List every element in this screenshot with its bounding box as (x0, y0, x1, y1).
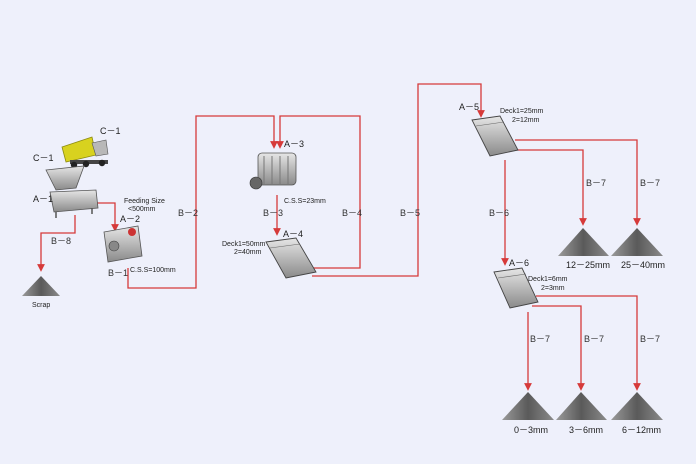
label-a2: A－2 (120, 214, 140, 224)
flow-a5-12-25 (515, 149, 587, 226)
note-a6-deck1: Deck1=6mm (528, 276, 568, 283)
label-c1-truck: C－1 (100, 126, 121, 136)
vibrating-screen-a6 (493, 267, 539, 309)
label-b2: B－2 (178, 208, 198, 218)
label-a6: A－6 (509, 258, 529, 268)
label-b7-0-3: B－7 (530, 334, 550, 344)
pile-scrap (22, 276, 60, 296)
flow-b4 (276, 115, 361, 269)
note-feeding-size: Feeding Size (124, 198, 165, 205)
note-a5-deck1: Deck1=25mm (500, 108, 544, 115)
vibrating-screen-a4 (265, 237, 317, 279)
label-b1: B－1 (108, 268, 128, 278)
product-25-40: 25－40mm (621, 260, 665, 270)
product-scrap: Scrap (32, 302, 50, 309)
note-a5-deck2: 2=12mm (512, 117, 540, 124)
pile-0-3 (502, 392, 554, 420)
note-css-cone: C.S.S=23mm (284, 198, 326, 205)
pile-6-12 (611, 392, 663, 420)
flow-feeder-to-jaw (92, 202, 119, 232)
pile-12-25 (558, 228, 609, 256)
flow-a5-25-40 (515, 139, 641, 226)
flow-a6-3-6 (532, 305, 585, 391)
flow-lines (37, 83, 641, 391)
stockpiles (22, 228, 663, 420)
product-3-6: 3－6mm (569, 425, 603, 435)
vibrating-feeder (49, 189, 99, 218)
product-6-12: 6－12mm (622, 425, 661, 435)
label-a3: A－3 (284, 139, 304, 149)
label-b7-25-40: B－7 (640, 178, 660, 188)
pile-25-40 (611, 228, 663, 256)
cone-crusher (249, 152, 297, 190)
jaw-crusher (103, 225, 143, 263)
flow-b8-to-scrap (37, 215, 76, 272)
product-0-3: 0－3mm (514, 425, 548, 435)
feed-hopper (45, 165, 85, 191)
label-b4: B－4 (342, 208, 362, 218)
label-c1-hopper: C－1 (33, 153, 54, 163)
label-b3: B－3 (263, 208, 283, 218)
note-feeding-size-value: <500mm (128, 206, 156, 213)
note-css-jaw: C.S.S=100mm (130, 267, 176, 274)
product-12-25: 12－25mm (566, 260, 610, 270)
label-b6: B－6 (489, 208, 509, 218)
note-a6-deck2: 2=3mm (541, 285, 565, 292)
label-a4: A－4 (283, 229, 303, 239)
flow-b5 (312, 83, 485, 277)
label-b8: B－8 (51, 236, 71, 246)
label-b5: B－5 (400, 208, 420, 218)
label-b7-3-6: B－7 (584, 334, 604, 344)
label-b7-12-25: B－7 (586, 178, 606, 188)
flow-b1-b2 (127, 115, 278, 289)
note-a4-deck2: 2=40mm (234, 249, 262, 256)
label-b7-6-12: B－7 (640, 334, 660, 344)
vibrating-screen-a5 (471, 115, 519, 157)
label-a5: A－5 (459, 102, 479, 112)
pile-3-6 (556, 392, 607, 420)
dump-truck (61, 136, 109, 169)
note-a4-deck1: Deck1=50mm (222, 241, 266, 248)
label-a1: A－1 (33, 194, 53, 204)
flow-a6-6-12 (536, 295, 641, 391)
